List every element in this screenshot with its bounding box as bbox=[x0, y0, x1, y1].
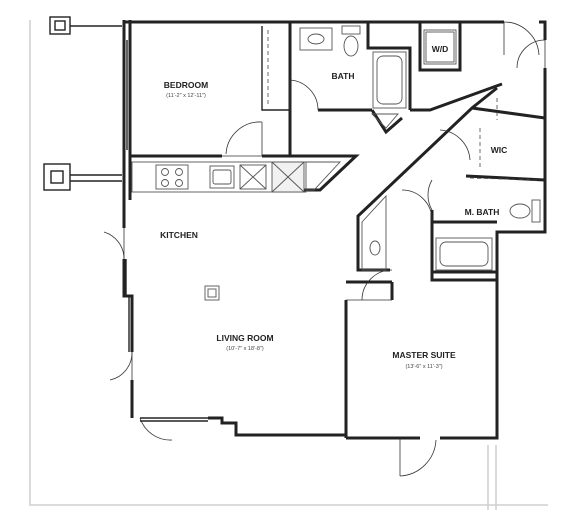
bath-label: BATH bbox=[332, 71, 355, 81]
wd-label: W/D bbox=[432, 44, 449, 54]
kitchen-counter bbox=[131, 161, 342, 193]
column-top-left bbox=[49, 16, 122, 35]
door-bath bbox=[289, 79, 319, 111]
door-bedroom bbox=[222, 121, 263, 157]
bath-vanity bbox=[299, 27, 333, 51]
door-patio-living bbox=[109, 351, 173, 441]
door-wic bbox=[439, 129, 471, 161]
room-living: LIVING ROOM (10'-7" x 18'-8") bbox=[216, 333, 273, 352]
door-living-side bbox=[103, 228, 125, 260]
bath-toilet bbox=[341, 25, 361, 57]
kitchen-sink bbox=[209, 165, 235, 189]
bath-linen bbox=[370, 113, 399, 129]
kitchen-refrigerator bbox=[271, 161, 305, 193]
mbath-label: M. BATH bbox=[465, 207, 500, 217]
door-master-suite bbox=[346, 269, 393, 301]
room-bedroom: BEDROOM (11'-2" x 12'-11") bbox=[164, 80, 208, 99]
living-dims: (10'-7" x 18'-8") bbox=[226, 346, 264, 352]
master-label: MASTER SUITE bbox=[392, 350, 456, 360]
bedroom-label: BEDROOM bbox=[164, 80, 208, 90]
ceiling-fixture bbox=[204, 285, 220, 301]
master-dims: (13'-6" x 11'-3") bbox=[405, 364, 442, 370]
exterior-walls bbox=[122, 20, 547, 440]
column-left bbox=[43, 163, 122, 191]
wic-label: WIC bbox=[491, 145, 508, 155]
mbath-vanity bbox=[361, 194, 387, 271]
bedroom-dims: (11'-2" x 12'-11") bbox=[166, 93, 206, 99]
washer-dryer bbox=[423, 29, 457, 65]
door-master-bath bbox=[401, 179, 433, 221]
kitchen-label: KITCHEN bbox=[160, 230, 198, 240]
living-label: LIVING ROOM bbox=[216, 333, 273, 343]
closet-shelving bbox=[267, 30, 541, 181]
site-lines bbox=[29, 20, 548, 510]
door-entry bbox=[503, 21, 540, 56]
mbath-toilet bbox=[509, 199, 541, 223]
interior-walls bbox=[130, 22, 546, 438]
kitchen-cooktop bbox=[155, 164, 189, 190]
room-master: MASTER SUITE (13'-6" x 11'-3") bbox=[392, 350, 456, 370]
kitchen-dishwasher bbox=[239, 164, 267, 190]
door-hall-closet bbox=[516, 39, 546, 69]
door-patio-master bbox=[399, 438, 437, 477]
bath-tub bbox=[372, 51, 407, 109]
mbath-tub bbox=[435, 237, 493, 271]
